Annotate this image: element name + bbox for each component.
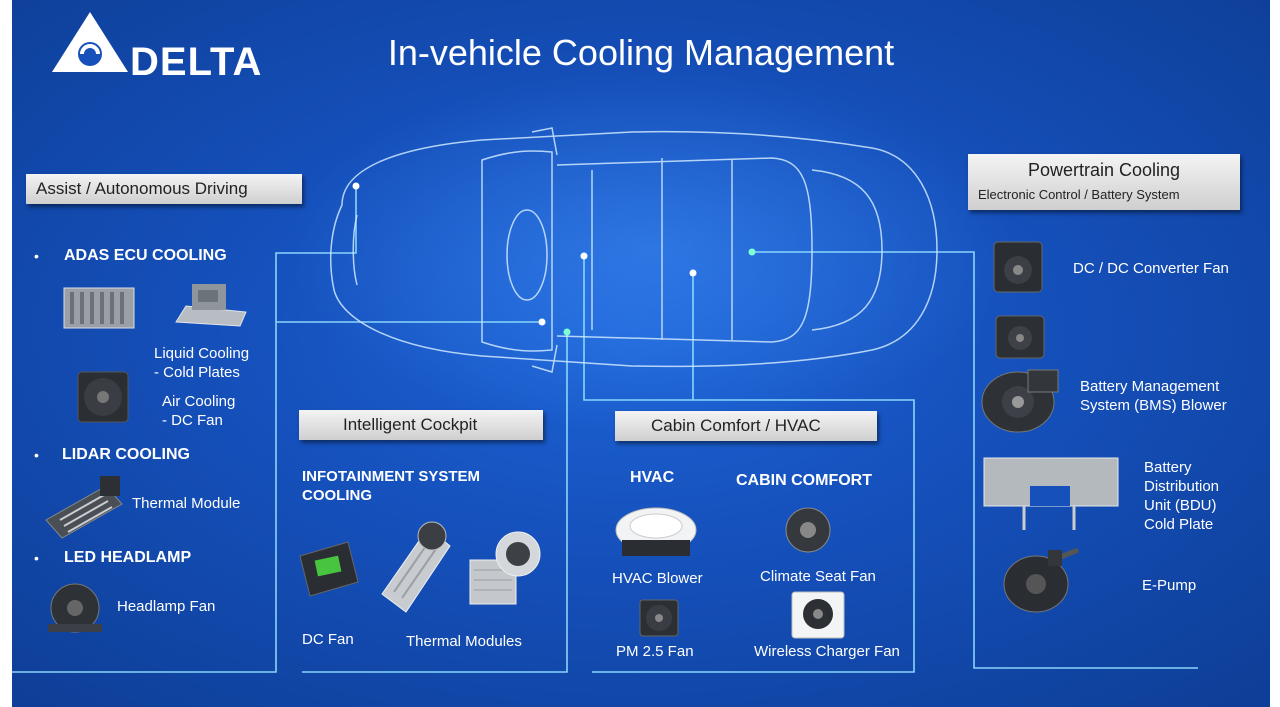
bullet: • — [34, 447, 39, 463]
dcdc-fan-image-2 — [994, 314, 1048, 365]
banner-cabin: Cabin Comfort / HVAC — [615, 411, 877, 441]
cabin-comfort-heading: CABIN COMFORT — [736, 472, 872, 489]
page-title: In-vehicle Cooling Management — [387, 32, 895, 73]
liquid-cooling-label: Liquid Cooling - Cold Plates — [154, 345, 250, 381]
banner-cockpit: Intelligent Cockpit — [299, 410, 543, 440]
brand-name: DELTA — [130, 40, 263, 84]
bms-blower-label: Battery Management System (BMS) Blower — [1080, 378, 1227, 414]
cold-plate-image-2 — [170, 276, 250, 337]
wireless-charger-fan-image — [790, 590, 848, 645]
climate-seat-fan-label: Climate Seat Fan — [760, 568, 876, 585]
bdu-cold-plate-image — [982, 456, 1122, 539]
connector-lines — [12, 127, 1198, 673]
thermal-module-image-2 — [464, 526, 544, 615]
dc-fan-image — [76, 370, 130, 429]
led-heading: LED HEADLAMP — [64, 549, 192, 566]
climate-seat-fan-image — [778, 504, 838, 561]
car-outline-graphic — [330, 127, 938, 373]
dcdc-fan-label: DC / DC Converter Fan — [1073, 260, 1229, 277]
hvac-heading: HVAC — [630, 469, 675, 486]
air-cooling-label: Air Cooling - DC Fan — [162, 393, 236, 429]
pm25-fan-label: PM 2.5 Fan — [616, 643, 694, 660]
dcdc-fan-image — [992, 240, 1046, 301]
cockpit-thermal-label: Thermal Modules — [406, 633, 522, 650]
hvac-blower-label: HVAC Blower — [612, 570, 703, 587]
thermal-module-image — [42, 470, 126, 545]
cockpit-dc-fan-label: DC Fan — [302, 631, 354, 648]
bullet: • — [34, 550, 39, 566]
bullet: • — [34, 248, 39, 264]
powertrain-subtitle: Electronic Control / Battery System — [978, 187, 1180, 202]
slide: DELTA In-vehicle Cooling Management Assi… — [12, 0, 1270, 707]
adas-heading: ADAS ECU COOLING — [64, 247, 227, 264]
e-pump-label: E-Pump — [1142, 577, 1197, 594]
e-pump-image — [998, 544, 1080, 623]
banner-assist: Assist / Autonomous Driving — [26, 174, 302, 204]
bdu-cold-plate-label: Battery Distribution Unit (BDU) Cold Pla… — [1144, 459, 1220, 533]
lidar-heading: LIDAR COOLING — [62, 446, 190, 463]
delta-logo: DELTA — [50, 10, 261, 84]
lidar-thermal-label: Thermal Module — [132, 495, 241, 512]
infotainment-heading: INFOTAINMENT SYSTEM COOLING — [302, 468, 481, 504]
banner-powertrain: Powertrain Cooling Electronic Control / … — [968, 154, 1240, 210]
pm25-fan-image — [638, 598, 680, 643]
hvac-blower-image — [612, 500, 702, 571]
thermal-module-image-1 — [372, 514, 458, 623]
delta-triangle-icon — [52, 12, 128, 72]
bms-blower-image — [978, 366, 1060, 443]
wireless-charger-fan-label: Wireless Charger Fan — [754, 643, 900, 660]
headlamp-fan-label: Headlamp Fan — [117, 598, 216, 615]
cockpit-dc-fan-image — [296, 536, 362, 605]
cold-plate-image — [58, 282, 142, 343]
powertrain-title: Powertrain Cooling — [1027, 160, 1181, 180]
headlamp-fan-image — [42, 580, 108, 643]
